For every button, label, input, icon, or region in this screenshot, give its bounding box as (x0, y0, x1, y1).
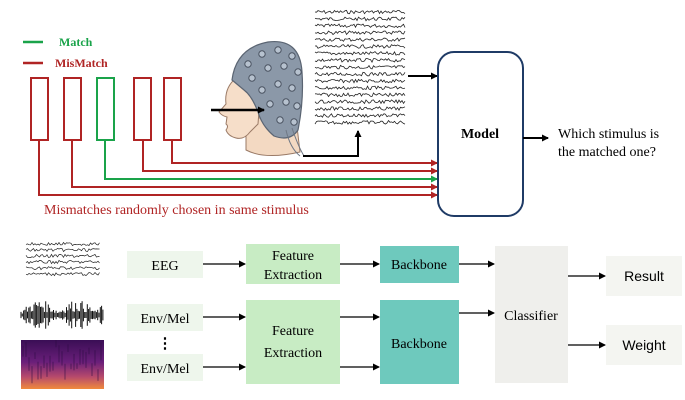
feature-extraction-top-line-2: Extraction (264, 268, 322, 283)
feature-extraction-box-bottom (246, 300, 340, 384)
pipeline-arrows (203, 260, 606, 371)
audio-waveform-icon (20, 301, 104, 329)
signal-trace (314, 78, 406, 84)
stimulus-segment-mismatch-2 (63, 77, 82, 141)
signal-trace (314, 44, 406, 49)
stimulus-segment-mismatch-4 (163, 77, 182, 141)
model-label: Model (461, 127, 499, 142)
mel-spectrogram-icon (21, 340, 104, 389)
signal-trace (314, 30, 406, 36)
signal-trace (25, 241, 100, 247)
eeg-cap-head-icon (218, 40, 305, 157)
stimulus-segments (30, 77, 182, 141)
signal-trace (314, 99, 406, 105)
weight-box (606, 325, 682, 365)
model-box (437, 51, 524, 217)
signal-trace (25, 271, 100, 277)
eeg-waveform-icon (314, 9, 406, 125)
connection-mismatch-4 (171, 140, 438, 167)
stimulus-segment-mismatch-1 (30, 77, 49, 141)
backbone-top-label: Backbone (391, 258, 447, 273)
feature-extraction-top-line-1: Feature (272, 249, 314, 264)
legend-match-label: Match (59, 35, 93, 49)
signal-trace (314, 16, 406, 22)
connection-mismatch-1 (38, 140, 438, 199)
signal-trace (25, 247, 100, 253)
env-mel-input-box-2 (127, 354, 203, 381)
mismatch-caption: Mismatches randomly chosen in same stimu… (44, 203, 309, 218)
env-mel-input-label-1: Env/Mel (141, 312, 190, 327)
signal-trace (314, 71, 406, 77)
feature-extraction-bottom-line-2: Extraction (264, 346, 322, 361)
segment-connections (38, 140, 438, 199)
legend: Match MisMatch (23, 35, 108, 70)
eeg-waveform-small-icon (25, 241, 100, 277)
backbone-box-bottom (380, 300, 459, 384)
result-label: Result (624, 268, 664, 284)
signal-trace (25, 253, 100, 258)
arrow-head-to-eeg (303, 130, 362, 157)
connection-mismatch-3 (142, 140, 438, 175)
env-mel-input-label-2: Env/Mel (141, 362, 190, 377)
classifier-label: Classifier (504, 309, 558, 324)
signal-trace (314, 23, 406, 29)
stimulus-segment-match (96, 77, 115, 141)
classifier-box (495, 246, 568, 383)
backbone-box-top (380, 246, 459, 283)
connection-match (104, 140, 438, 183)
connection-mismatch-2 (71, 140, 438, 191)
signal-trace (314, 9, 406, 15)
signal-trace (25, 266, 100, 271)
signal-trace (314, 64, 406, 70)
signal-trace (314, 119, 406, 125)
stimulus-segment-mismatch-3 (133, 77, 152, 141)
signal-trace (314, 92, 406, 98)
feature-extraction-bottom-line-1: Feature (272, 324, 314, 339)
eeg-input-box (127, 251, 203, 278)
signal-trace (314, 106, 406, 112)
question-line-2: the matched one? (558, 145, 656, 160)
feature-extraction-box-top (246, 244, 340, 284)
signal-trace (314, 50, 406, 56)
signal-trace (314, 37, 406, 42)
backbone-bottom-label: Backbone (391, 337, 447, 352)
signal-trace (314, 57, 406, 63)
weight-label: Weight (622, 337, 665, 353)
result-box (606, 256, 682, 296)
pipeline: EEG Env/Mel ⋮ Env/Mel Feature Extraction… (127, 244, 682, 384)
signal-trace (314, 85, 406, 91)
signal-trace (314, 113, 406, 118)
legend-mismatch-label: MisMatch (55, 56, 108, 70)
ellipsis-label: ⋮ (158, 336, 173, 352)
eeg-input-label: EEG (151, 259, 178, 274)
question-line-1: Which stimulus is (558, 127, 659, 142)
env-mel-input-box-1 (127, 304, 203, 331)
signal-trace (25, 259, 100, 265)
